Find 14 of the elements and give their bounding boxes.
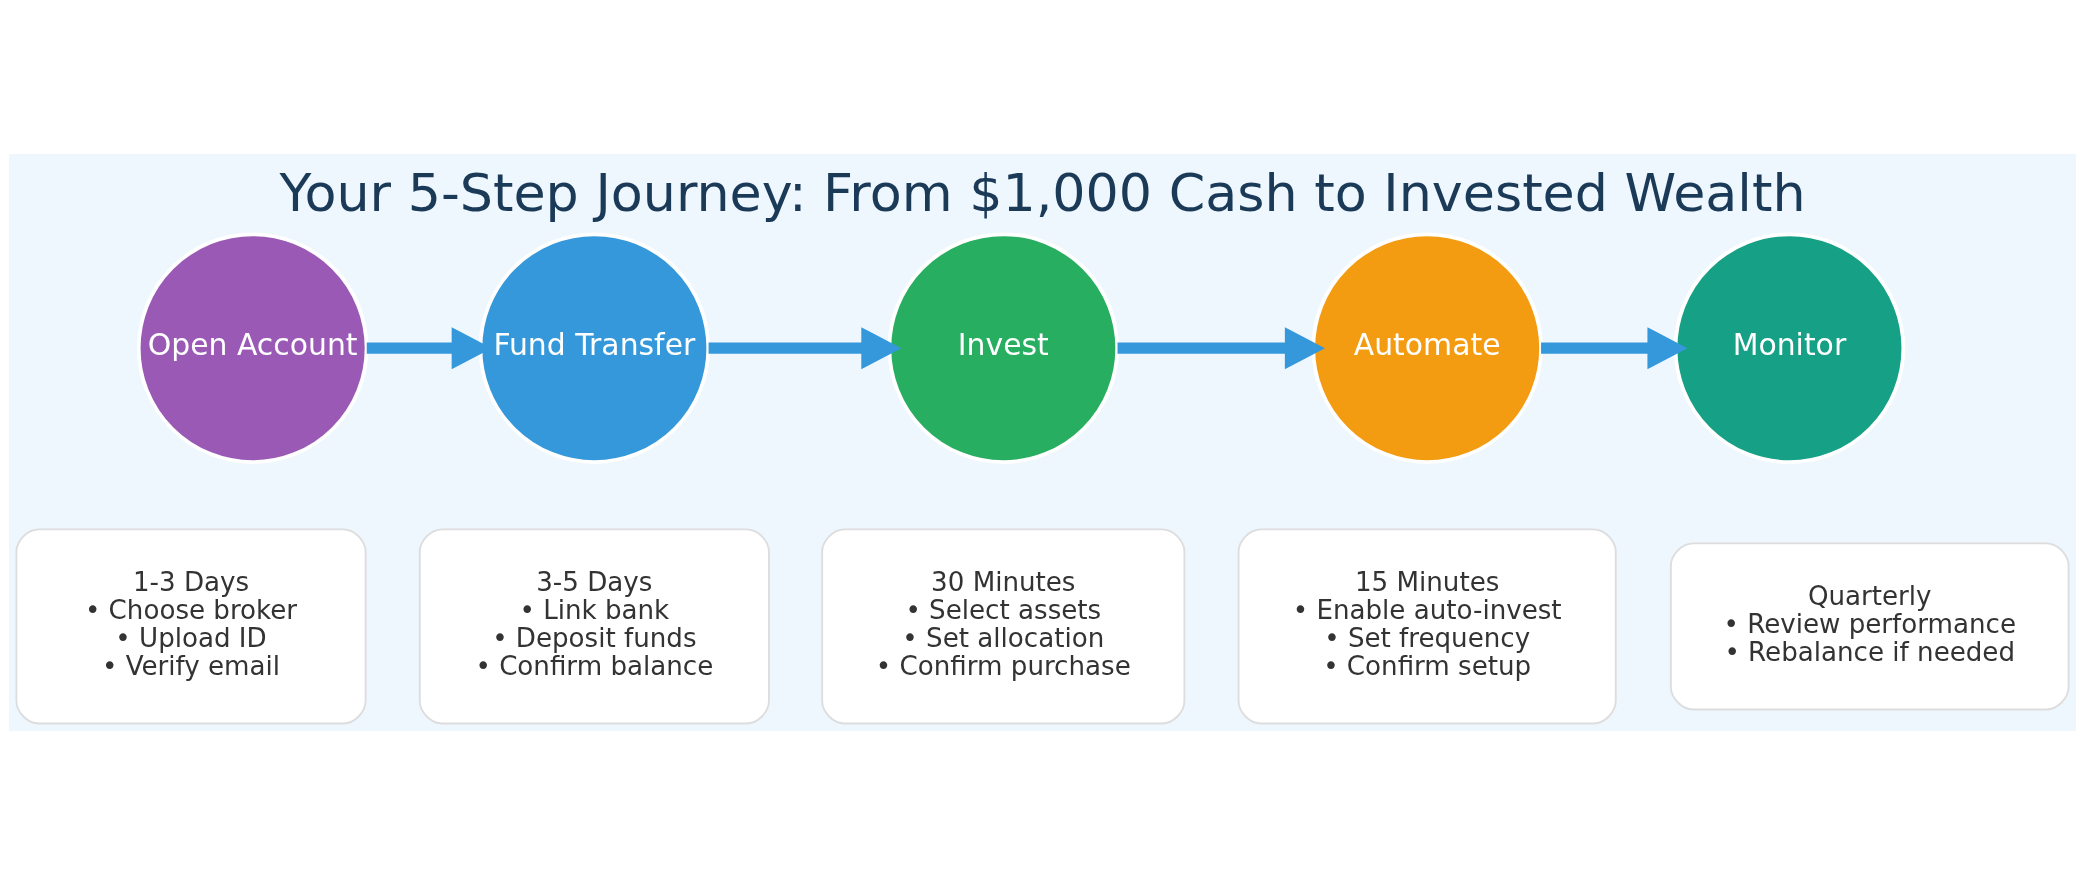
node-circle: Invest bbox=[887, 232, 1120, 464]
arrow bbox=[1117, 327, 1325, 370]
arrow bbox=[708, 327, 902, 370]
node-box: 15 Minutes • Enable auto-invest • Set frequency • Confirm setup bbox=[1237, 528, 1617, 725]
node-box: 1-3 Days • Choose broker • Upload ID • Verify email bbox=[15, 528, 367, 725]
arrow bbox=[1541, 327, 1688, 370]
node-circle: Monitor bbox=[1673, 232, 1906, 464]
node-box: 3-5 Days • Link bank • Deposit funds • Confirm balance bbox=[418, 528, 770, 725]
node-circle: Automate bbox=[1311, 232, 1543, 464]
node-box: Quarterly • Review performance • Rebalance if needed bbox=[1669, 542, 2070, 711]
diagram-title: Your 5-Step Journey: From $1,000 Cash to Invested Wealth bbox=[279, 161, 1806, 223]
node-circle: Fund Transfer bbox=[478, 232, 711, 464]
node-circle: Open Account bbox=[136, 232, 369, 464]
node-box: 30 Minutes • Select assets • Set allocation • Confirm purchase bbox=[821, 528, 1186, 725]
